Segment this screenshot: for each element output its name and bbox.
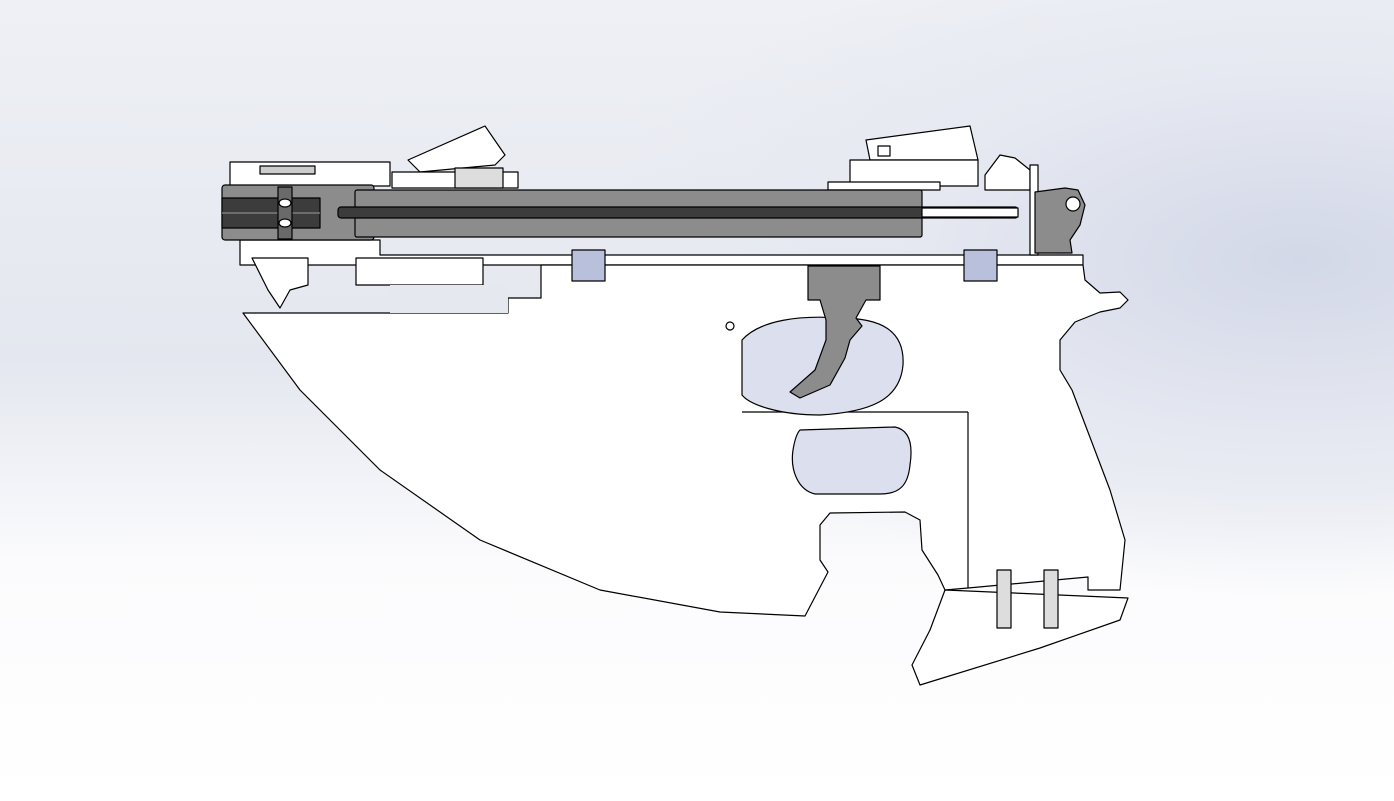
trigger [789, 265, 881, 399]
rail-window [390, 285, 508, 313]
hammer [1034, 187, 1086, 254]
mag-pin-right [1043, 569, 1059, 629]
magazine-base [911, 589, 1129, 686]
mag-pin-left [996, 569, 1012, 629]
extractor [251, 257, 309, 309]
front-sight [827, 125, 1031, 191]
frame [242, 264, 1129, 617]
grip-panel-line [742, 411, 969, 588]
guide-rod [337, 206, 1019, 219]
finger-hole [791, 426, 912, 495]
pin-right [963, 249, 998, 282]
rail-slot-left [355, 257, 484, 286]
pin-left [571, 249, 606, 282]
rear-sight [391, 125, 519, 189]
hammer-pin [1065, 196, 1081, 212]
guide-rod-end [921, 207, 1019, 218]
pivot-pin [725, 321, 735, 331]
muzzle-block [221, 184, 375, 241]
